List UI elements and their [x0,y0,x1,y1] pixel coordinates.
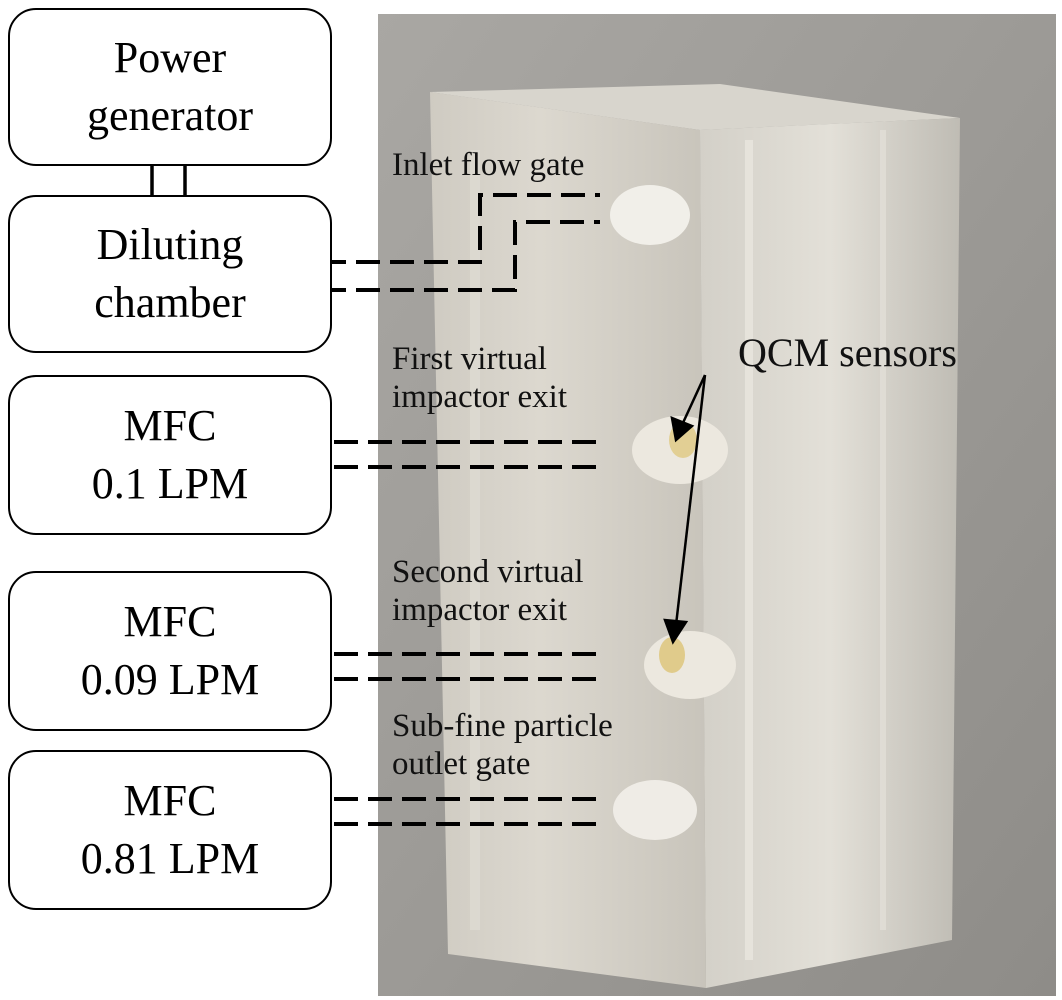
box-line: Power [113,33,227,82]
qcm-arrow-second [674,374,707,626]
box-line: MFC [123,597,217,646]
mfc-0-81-lpm-box: MFC 0.81 LPM [8,750,332,910]
box-line: 0.81 LPM [80,834,260,883]
qcm-arrowhead-first [670,416,695,443]
box-line: Diluting [96,220,244,269]
box-line: 0.09 LPM [80,655,260,704]
diluting-chamber-box: Diluting chamber [8,195,332,353]
inlet-tube-lower [322,220,600,292]
second-qcm-sensor [659,637,685,673]
block-top-face [430,84,960,130]
mfc-0-1-lpm-box: MFC 0.1 LPM [8,375,332,535]
box-line: chamber [94,278,246,327]
mfc-0-09-lpm-box: MFC 0.09 LPM [8,571,332,731]
inlet-port [610,185,690,245]
sub-fine-outlet-label: Sub-fine particle outlet gate [392,708,613,782]
box-line: MFC [123,401,217,450]
qcm-sensors-label: QCM sensors [738,330,957,375]
inlet-tube-upper [322,193,600,264]
qcm-arrowhead-second [663,618,689,645]
inlet-flow-gate-label: Inlet flow gate [392,147,585,183]
box-line: 0.1 LPM [91,459,249,508]
power-generator-box: Power generator [8,8,332,166]
block-side-face [700,118,960,988]
box-line: generator [86,91,254,140]
sub-fine-port [613,780,697,840]
first-impactor-exit-label: First virtual impactor exit [392,341,568,415]
box-line: MFC [123,776,217,825]
qcm-arrow-first [680,374,707,426]
second-impactor-exit-label: Second virtual impactor exit [392,554,584,628]
block-front-face [430,92,706,988]
